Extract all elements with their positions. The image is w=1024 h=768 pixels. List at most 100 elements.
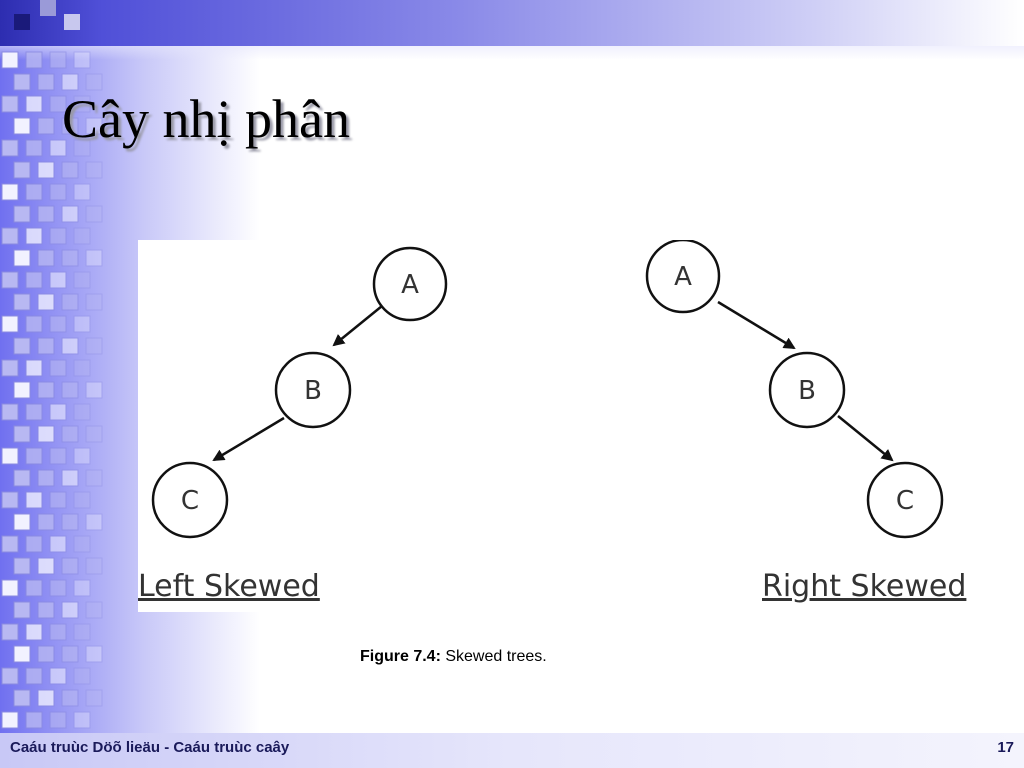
- checker-square: [1, 51, 19, 69]
- checker-square: [85, 249, 103, 267]
- checker-square: [1, 359, 19, 377]
- checker-square: [49, 447, 67, 465]
- checker-square: [49, 667, 67, 685]
- checker-square: [73, 403, 91, 421]
- checker-square: [1, 227, 19, 245]
- edge-a-b-right: [717, 300, 796, 350]
- checker-square: [61, 689, 79, 707]
- edge-b-c-right: [837, 415, 894, 462]
- right-skewed-caption: Right Skewed: [762, 569, 966, 604]
- checker-square: [85, 557, 103, 575]
- checker-square: [25, 667, 43, 685]
- checker-square: [13, 205, 31, 223]
- checker-square: [61, 337, 79, 355]
- checker-square: [37, 469, 55, 487]
- checker-square: [13, 557, 31, 575]
- checker-pattern: [1, 0, 103, 740]
- checker-square: [13, 249, 31, 267]
- checker-square: [49, 711, 67, 729]
- checker-square: [25, 315, 43, 333]
- checker-square: [37, 689, 55, 707]
- checker-square: [13, 381, 31, 399]
- checker-square: [49, 227, 67, 245]
- checker-square: [61, 513, 79, 531]
- trees-diagram: A B C Left Skewed A: [138, 240, 966, 604]
- checker-square: [25, 447, 43, 465]
- checker-square: [13, 689, 31, 707]
- checker-square: [85, 469, 103, 487]
- checker-square: [73, 51, 91, 69]
- checker-square: [73, 623, 91, 641]
- checker-square: [61, 293, 79, 311]
- checker-square: [73, 183, 91, 201]
- figure-caption-text: Skewed trees.: [440, 648, 547, 665]
- checker-square: [1, 315, 19, 333]
- checker-square: [25, 359, 43, 377]
- checker-square: [25, 579, 43, 597]
- slide-title: Cây nhị phân: [62, 89, 350, 149]
- checker-square: [25, 403, 43, 421]
- checker-square: [49, 95, 67, 113]
- node-a-right: A: [645, 240, 721, 314]
- checker-square: [37, 381, 55, 399]
- checker-square: [85, 689, 103, 707]
- checker-square: [85, 337, 103, 355]
- checker-square: [49, 535, 67, 553]
- checker-square: [13, 513, 31, 531]
- checker-square: [61, 381, 79, 399]
- checker-square: [1, 667, 19, 685]
- node-c-left-label: C: [181, 486, 199, 516]
- checker-square: [1, 95, 19, 113]
- checker-square: [13, 601, 31, 619]
- checker-square: [85, 293, 103, 311]
- checker-square: [61, 425, 79, 443]
- node-b-right-label: B: [798, 376, 816, 406]
- checker-square: [25, 491, 43, 509]
- node-a-left: A: [372, 246, 448, 322]
- checker-square: [13, 293, 31, 311]
- checker-square: [40, 0, 56, 16]
- checker-square: [1, 623, 19, 641]
- right-skewed-tree: A B C Right Skewed: [645, 240, 966, 604]
- checker-square: [73, 315, 91, 333]
- checker-square: [85, 425, 103, 443]
- checker-square: [85, 161, 103, 179]
- checker-square: [1, 711, 19, 729]
- checker-square: [85, 601, 103, 619]
- skewed-trees-figure: A B C Left Skewed A: [138, 240, 978, 612]
- checker-square: [61, 645, 79, 663]
- checker-square: [13, 73, 31, 91]
- checker-square: [13, 469, 31, 487]
- checker-square: [85, 513, 103, 531]
- node-b-left: B: [274, 351, 352, 429]
- left-skewed-tree: A B C Left Skewed: [138, 246, 448, 604]
- checker-square: [73, 139, 91, 157]
- checker-square: [61, 73, 79, 91]
- checker-square: [73, 711, 91, 729]
- figure-caption: Figure 7.4: Skewed trees.: [360, 648, 547, 666]
- node-c-right-label: C: [896, 486, 914, 516]
- checker-square: [25, 51, 43, 69]
- checker-square: [37, 601, 55, 619]
- checker-square: [49, 403, 67, 421]
- checker-square: [49, 271, 67, 289]
- node-b-right: B: [768, 351, 846, 429]
- node-a-left-label: A: [401, 270, 419, 300]
- footer-bar: Caáu truùc Döõ lieäu - Caáu truùc caây 1…: [0, 733, 1024, 768]
- checker-square: [73, 95, 91, 113]
- checker-square: [13, 117, 31, 135]
- checker-square: [14, 14, 30, 30]
- checker-square: [25, 623, 43, 641]
- checker-square: [37, 645, 55, 663]
- node-c-left: C: [151, 461, 229, 539]
- checker-square: [61, 557, 79, 575]
- checker-square: [25, 139, 43, 157]
- checker-square: [85, 117, 103, 135]
- checker-square: [13, 425, 31, 443]
- checker-square: [73, 227, 91, 245]
- checker-square: [61, 117, 79, 135]
- checker-square: [25, 227, 43, 245]
- checker-square: [73, 271, 91, 289]
- top-decor-band: [0, 0, 1024, 46]
